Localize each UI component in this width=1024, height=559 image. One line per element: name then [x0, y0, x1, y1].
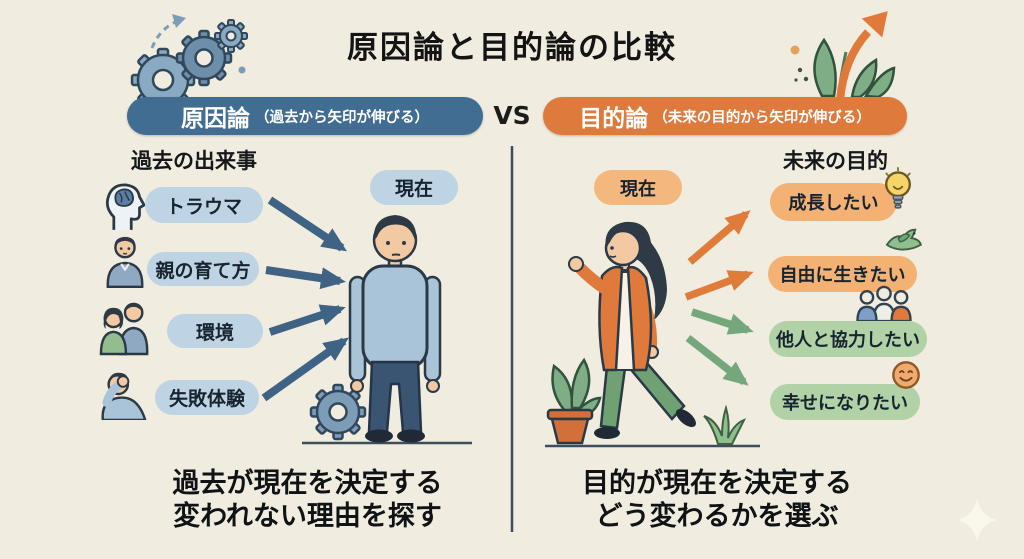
family-icon — [99, 302, 149, 356]
page-title: 原因論と目的論の比較 — [347, 30, 677, 66]
cause-item-environment: 環境 — [167, 314, 263, 348]
woman-figure — [568, 221, 696, 439]
purpose-item-freedom: 自由に生きたい — [768, 256, 917, 292]
cause-item-parenting: 親の育て方 — [147, 252, 259, 286]
grass-icon — [703, 404, 747, 445]
sparkle-icon — [958, 498, 996, 542]
cause-caption: 過去が現在を決定する 変われない理由を探す — [140, 468, 475, 534]
future-purpose-heading: 未来の目的 — [783, 149, 888, 173]
bird-icon — [885, 228, 923, 251]
purpose-header-banner: 目的論 （未来の目的から矢印が伸びる） — [543, 97, 907, 135]
cause-item-trauma: トラウマ — [145, 187, 263, 223]
cause-caption-line1: 過去が現在を決定する — [172, 468, 443, 499]
cause-header-banner: 原因論 （過去から矢印が伸びる） — [127, 97, 483, 135]
smiley-icon — [892, 361, 920, 389]
parent-icon — [106, 236, 144, 289]
cause-arrows — [261, 196, 349, 402]
cause-caption-line2: 変われない理由を探す — [173, 500, 442, 532]
cause-header-note: （過去から矢印が伸びる） — [255, 109, 429, 126]
facepalm-icon — [101, 372, 147, 420]
vs-label: VS — [493, 101, 531, 130]
group-icon — [856, 285, 912, 321]
foot-gear-icon — [309, 383, 367, 441]
cause-item-failure: 失敗体験 — [155, 380, 259, 415]
growth-plant-icon — [790, 11, 896, 101]
purpose-header-label: 目的論 — [579, 106, 649, 132]
purpose-arrows — [684, 210, 754, 386]
present-label-left: 現在 — [370, 170, 458, 205]
purpose-item-grow: 成長したい — [770, 183, 897, 221]
purpose-header-note: （未来の目的から矢印が伸びる） — [653, 109, 871, 126]
past-events-heading: 過去の出来事 — [131, 149, 257, 173]
present-label-right: 現在 — [594, 170, 682, 205]
purpose-item-happy: 幸せになりたい — [770, 384, 920, 420]
potted-plant-icon — [546, 357, 602, 445]
lightbulb-icon — [885, 167, 911, 209]
brain-head-icon — [105, 183, 145, 230]
cause-header-label: 原因論 — [181, 106, 250, 132]
purpose-caption: 目的が現在を決定する どう変わるかを選ぶ — [552, 468, 882, 534]
man-figure — [348, 215, 442, 443]
purpose-caption-line1: 目的が現在を決定する — [582, 468, 852, 499]
purpose-item-cooperate: 他人と協力したい — [769, 321, 927, 357]
purpose-caption-line2: どう変わるかを選ぶ — [595, 500, 839, 532]
